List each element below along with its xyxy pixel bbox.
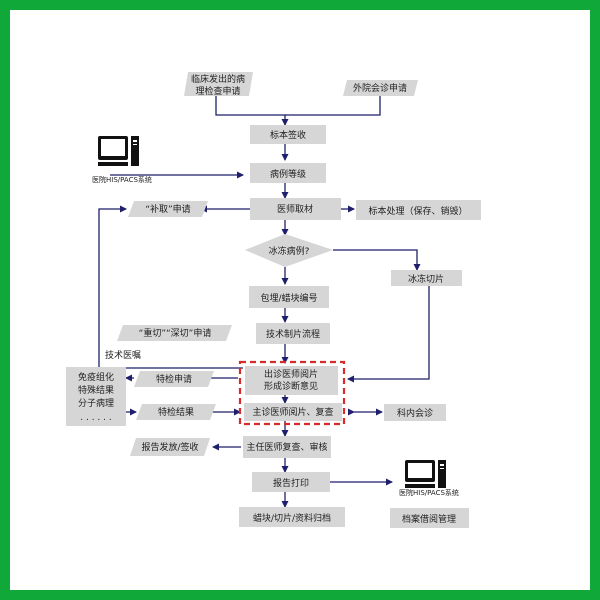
connectors [98, 96, 430, 508]
svg-text:理检查申请: 理检查申请 [195, 85, 240, 97]
svg-text:外院会诊申请: 外院会诊申请 [353, 82, 407, 94]
svg-text:冰冻切片: 冰冻切片 [408, 273, 444, 285]
svg-text:蜡块/切片/资料归档: 蜡块/切片/资料归档 [253, 512, 331, 524]
node-frozen-question: 冰冻病例? [245, 234, 333, 267]
arrow-frozen-yes [333, 249, 421, 271]
svg-text:主任医师复查、审核: 主任医师复查、审核 [246, 441, 327, 453]
node-grossing: 医师取材 [250, 198, 341, 220]
node-resident-review: 出诊医师阅片 形成诊断意见 [245, 366, 338, 395]
arrow-technical-order-loop [98, 205, 243, 369]
node-specimen-handling: 标本处理（保存、销毁） [356, 200, 481, 220]
node-slide-workflow: 技术制片流程 [256, 323, 330, 344]
arrow-external-to-receipt [285, 96, 381, 116]
svg-text:包埋/蜡块编号: 包埋/蜡块编号 [260, 292, 317, 304]
node-embedding: 包埋/蜡块编号 [249, 286, 329, 308]
svg-text:主诊医师阅片、复查: 主诊医师阅片、复查 [252, 406, 333, 418]
technical-order-label: 技术医嘱 [105, 349, 141, 361]
node-attending-review: 主诊医师阅片、复查 [244, 403, 342, 421]
computer-icon [405, 460, 446, 488]
svg-text:出诊医师阅片: 出诊医师阅片 [264, 368, 318, 380]
flowchart: 临床发出的病 理检查申请 外院会诊申请 标本签收 病例等级 医师取材 标本处理（… [66, 72, 481, 528]
svg-text:科内会诊: 科内会诊 [397, 407, 433, 419]
node-report-issue: 报告发放/签收 [130, 438, 210, 456]
node-archive-management: 档案借阅管理 [390, 508, 469, 528]
svg-text:医师取材: 医师取材 [277, 203, 313, 215]
svg-text:特检申请: 特检申请 [156, 373, 192, 385]
node-report-print: 报告打印 [252, 472, 330, 492]
svg-text:标本签收: 标本签收 [270, 129, 306, 141]
nodes: 临床发出的病 理检查申请 外院会诊申请 标本签收 病例等级 医师取材 标本处理（… [66, 72, 481, 528]
node-special-tests: 免疫组化 特殊结果 分子病理 . . . . . . [66, 367, 126, 426]
his-label-top: 医院HIS/PACS系统 [92, 175, 152, 184]
node-archive: 蜡块/切片/资料归档 [239, 507, 345, 527]
arrow-frozen-section-to-review [347, 286, 430, 383]
node-dept-consult: 科内会诊 [384, 404, 446, 421]
node-chief-review: 主任医师复查、审核 [243, 436, 331, 458]
svg-text:免疫组化: 免疫组化 [78, 371, 114, 383]
svg-text:. . . . . .: . . . . . . [80, 413, 111, 423]
node-special-request: 特检申请 [134, 371, 214, 387]
svg-text:报告打印: 报告打印 [273, 477, 309, 489]
highlight-box [238, 360, 346, 426]
svg-text:特检结果: 特检结果 [158, 406, 194, 418]
svg-text:临床发出的病: 临床发出的病 [191, 73, 245, 85]
svg-text:技术制片流程: 技术制片流程 [266, 328, 320, 340]
svg-text:报告发放/签收: 报告发放/签收 [141, 441, 198, 453]
arrow-clinic-to-receipt [215, 96, 289, 126]
svg-text:分子病理: 分子病理 [78, 397, 114, 409]
svg-text:形成诊断意见: 形成诊断意见 [264, 380, 318, 392]
svg-text:特殊结果: 特殊结果 [78, 384, 114, 396]
node-clinic-request: 临床发出的病 理检查申请 [184, 72, 253, 97]
node-specimen-receipt: 标本签收 [250, 125, 326, 144]
svg-text:“重切”“深切”申请: “重切”“深切”申请 [139, 327, 212, 339]
svg-text:标本处理（保存、销毁）: 标本处理（保存、销毁） [368, 205, 467, 217]
svg-text:病例等级: 病例等级 [270, 168, 306, 180]
svg-text:冰冻病例?: 冰冻病例? [269, 245, 310, 257]
svg-text:“补取”申请: “补取”申请 [145, 203, 190, 215]
diagram-canvas: 临床发出的病 理检查申请 外院会诊申请 标本签收 病例等级 医师取材 标本处理（… [10, 10, 590, 590]
svg-text:档案借阅管理: 档案借阅管理 [402, 513, 456, 525]
node-recut-request: “重切”“深切”申请 [117, 325, 232, 341]
node-supplement-request: “补取”申请 [128, 201, 208, 217]
node-special-results: 特检结果 [136, 404, 216, 420]
node-case-registration: 病例等级 [250, 163, 326, 183]
node-external-consult: 外院会诊申请 [343, 80, 418, 96]
computer-icon [98, 136, 139, 166]
his-label-bottom: 医院HIS/PACS系统 [399, 488, 459, 497]
node-frozen-section: 冰冻切片 [391, 270, 462, 286]
